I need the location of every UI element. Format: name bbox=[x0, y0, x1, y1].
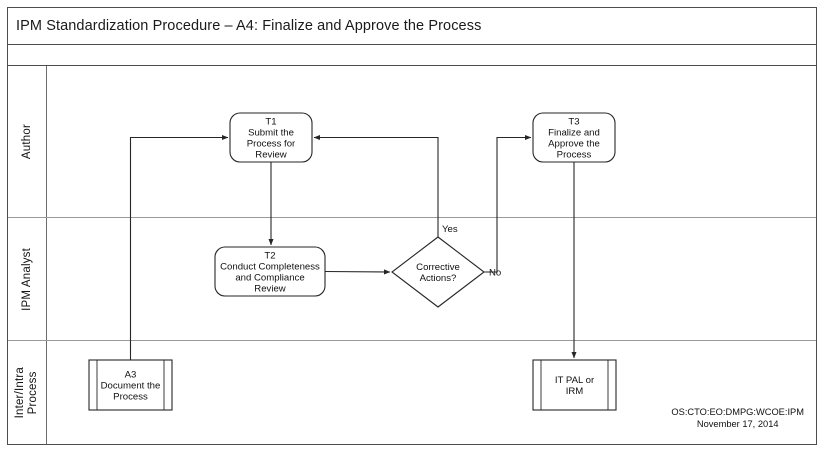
swimlane-label-ipm-analyst-text: IPM Analyst bbox=[20, 247, 33, 311]
swimlane-label-author-text: Author bbox=[20, 123, 33, 160]
footer-date: November 17, 2014 bbox=[696, 418, 779, 429]
header-strip bbox=[8, 45, 816, 66]
swimlane-label-ipm-analyst: IPM Analyst bbox=[8, 218, 47, 340]
swimlane-ipm-analyst: IPM Analyst bbox=[8, 218, 816, 341]
footer-credit: OS:CTO:EO:DMPG:WCOE:IPM November 17, 201… bbox=[671, 407, 804, 430]
page-title: IPM Standardization Procedure – A4: Fina… bbox=[16, 18, 482, 34]
swimlane-label-author: Author bbox=[8, 66, 47, 217]
swimlane-container: Author IPM Analyst Inter/Intra Process bbox=[8, 66, 816, 444]
swimlane-author: Author bbox=[8, 66, 816, 218]
title-bar: IPM Standardization Procedure – A4: Fina… bbox=[8, 8, 816, 45]
swimlane-inter-intra-process: Inter/Intra Process bbox=[8, 341, 816, 444]
swimlane-label-inter-intra-process-text: Inter/Intra Process bbox=[14, 366, 39, 419]
document-frame: IPM Standardization Procedure – A4: Fina… bbox=[7, 7, 817, 445]
swimlane-label-inter-intra-process: Inter/Intra Process bbox=[8, 341, 47, 444]
footer-org: OS:CTO:EO:DMPG:WCOE:IPM bbox=[671, 407, 804, 417]
